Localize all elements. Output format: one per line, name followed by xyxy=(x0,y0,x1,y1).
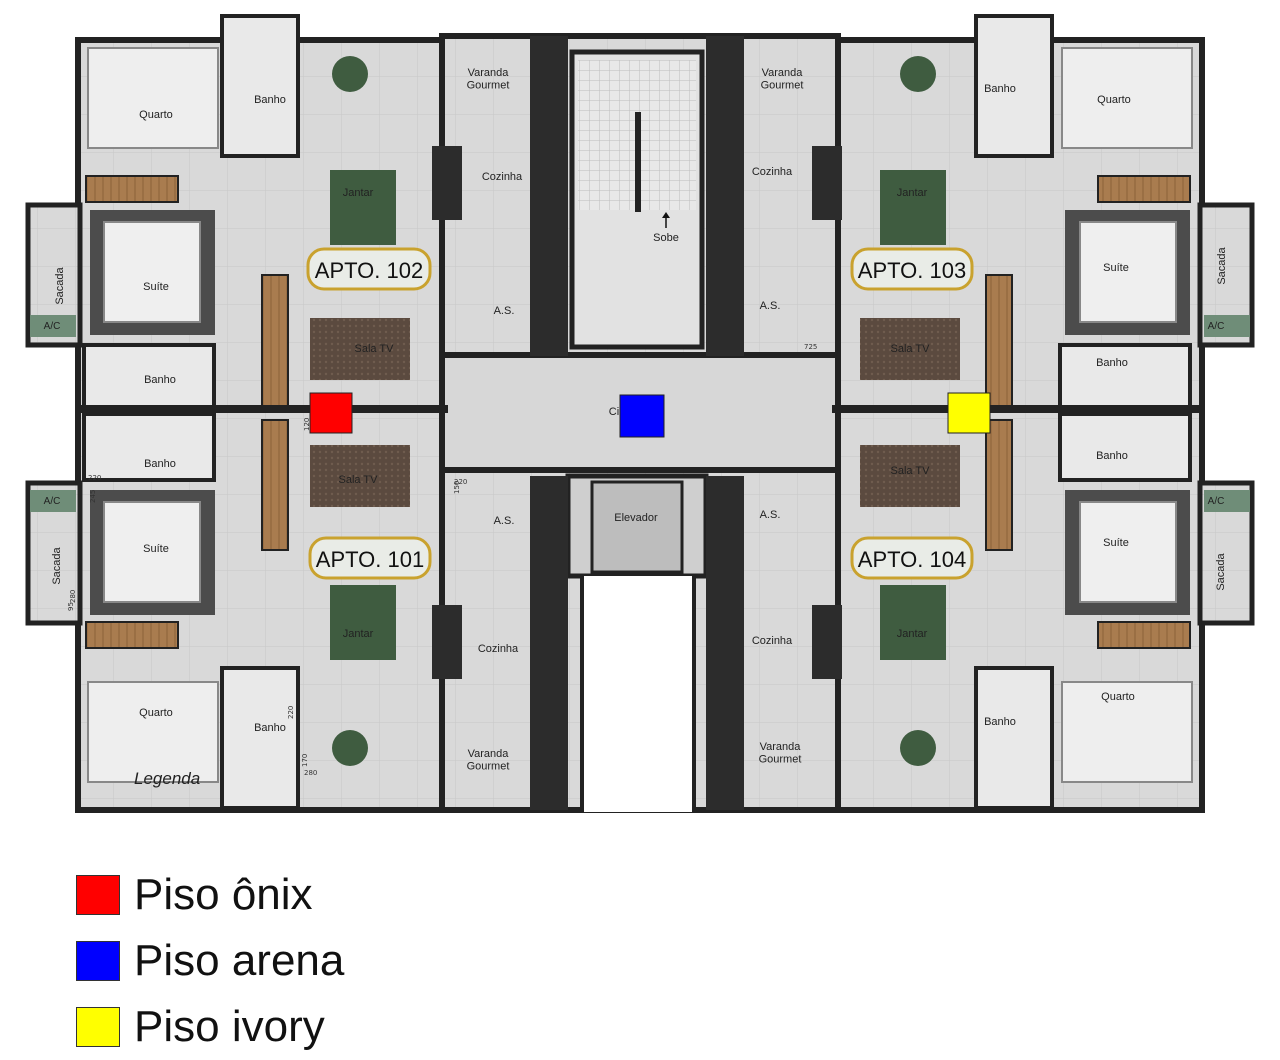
room-label-elevador: Elevador xyxy=(614,512,658,524)
room-label-banho: Banho xyxy=(144,458,176,470)
room-label-cozinha: Cozinha xyxy=(478,643,519,655)
svg-text:220: 220 xyxy=(287,706,295,719)
room-label-cozinha: Cozinha xyxy=(752,635,793,647)
room-label-banho: Banho xyxy=(254,722,286,734)
marker-piso-ivory xyxy=(947,392,991,434)
dimension-marks: 220 245 95 280 220 170 280 120 220 150 7… xyxy=(67,343,817,777)
legend-label-ivory: Piso ivory xyxy=(134,1002,325,1051)
svg-text:120: 120 xyxy=(303,418,311,431)
room-label-banho: Banho xyxy=(144,374,176,386)
room-label-sacada: Sacada xyxy=(51,546,63,584)
svg-text:220: 220 xyxy=(454,478,467,486)
room-label-quarto: Quarto xyxy=(1101,691,1135,703)
legend-swatch-arena xyxy=(76,941,120,981)
svg-text:APTO. 103: APTO. 103 xyxy=(858,258,966,283)
room-label-banho: Banho xyxy=(1096,357,1128,369)
svg-text:725: 725 xyxy=(804,343,817,351)
room-label-jantar: Jantar xyxy=(897,628,928,640)
apartment-labels: APTO. 102 APTO. 103 APTO. 101 APTO. 104 xyxy=(306,247,974,580)
room-label-sala-tv: Sala TV xyxy=(891,343,931,355)
furniture xyxy=(78,14,1202,810)
apto-104-label: APTO. 104 xyxy=(850,536,974,580)
room-label-suite: Suíte xyxy=(1103,262,1129,274)
marker-piso-arena xyxy=(619,394,665,438)
room-label-jantar: Jantar xyxy=(897,187,928,199)
apto-102-label: APTO. 102 xyxy=(306,247,432,291)
legend-swatch-onix xyxy=(76,875,120,915)
room-label-sacada: Sacada xyxy=(1216,246,1228,284)
svg-text:170: 170 xyxy=(301,754,309,767)
room-label-circ: Ci xyxy=(609,406,619,418)
svg-text:150: 150 xyxy=(453,481,461,494)
legend-item: Piso arena xyxy=(76,928,344,994)
room-label-suite: Suíte xyxy=(143,543,169,555)
room-label-sobe: Sobe xyxy=(653,232,679,244)
room-label-quarto: Quarto xyxy=(139,109,173,121)
room-label-sacada: Sacada xyxy=(1215,552,1227,590)
legend-label-onix: Piso ônix xyxy=(134,870,313,919)
room-label-suite: Suíte xyxy=(1103,537,1129,549)
room-label-banho: Banho xyxy=(984,716,1016,728)
room-label-banho: Banho xyxy=(984,83,1016,95)
room-label-ac: A/C xyxy=(1208,321,1225,332)
svg-text:APTO. 102: APTO. 102 xyxy=(315,258,423,283)
marker-piso-onix xyxy=(309,392,353,434)
room-label-as: A.S. xyxy=(760,509,781,521)
room-label-banho: Banho xyxy=(1096,450,1128,462)
stairs xyxy=(578,60,696,212)
apto-101-label: APTO. 101 xyxy=(308,536,432,580)
room-label-as: A.S. xyxy=(494,305,515,317)
room-label-as: A.S. xyxy=(494,515,515,527)
room-label-ac: A/C xyxy=(1208,496,1225,507)
legend-item: Piso ivory xyxy=(76,994,344,1060)
room-label-quarto: Quarto xyxy=(1097,94,1131,106)
room-label-cozinha: Cozinha xyxy=(752,166,793,178)
apto-103-label: APTO. 103 xyxy=(850,247,974,291)
room-label-suite: Suíte xyxy=(143,281,169,293)
up-arrow-icon xyxy=(662,212,670,228)
legend-label-arena: Piso arena xyxy=(134,936,345,985)
legend-item: Piso ônix xyxy=(76,862,344,928)
room-label-banho: Banho xyxy=(254,94,286,106)
room-label-jantar: Jantar xyxy=(343,187,374,199)
room-label-as: A.S. xyxy=(760,300,781,312)
svg-text:APTO. 101: APTO. 101 xyxy=(316,547,424,572)
room-label-sala-tv: Sala TV xyxy=(355,343,395,355)
svg-text:95: 95 xyxy=(67,602,75,611)
floor-legend: Piso ônix Piso arena Piso ivory xyxy=(76,862,344,1060)
svg-text:280: 280 xyxy=(304,769,317,777)
room-label-ac: A/C xyxy=(44,321,61,332)
room-label-sacada: Sacada xyxy=(54,266,66,304)
svg-text:220: 220 xyxy=(88,474,101,482)
room-label-sala-tv: Sala TV xyxy=(891,465,931,477)
legend-heading: Legenda xyxy=(134,769,200,788)
room-label-jantar: Jantar xyxy=(343,628,374,640)
legend-swatch-ivory xyxy=(76,1007,120,1047)
room-label-cozinha: Cozinha xyxy=(482,171,523,183)
svg-text:245: 245 xyxy=(89,490,97,503)
room-label-ac: A/C xyxy=(44,496,61,507)
room-label-quarto: Quarto xyxy=(139,707,173,719)
svg-text:APTO. 104: APTO. 104 xyxy=(858,547,966,572)
svg-text:280: 280 xyxy=(69,590,77,603)
room-label-sala-tv: Sala TV xyxy=(339,474,379,486)
